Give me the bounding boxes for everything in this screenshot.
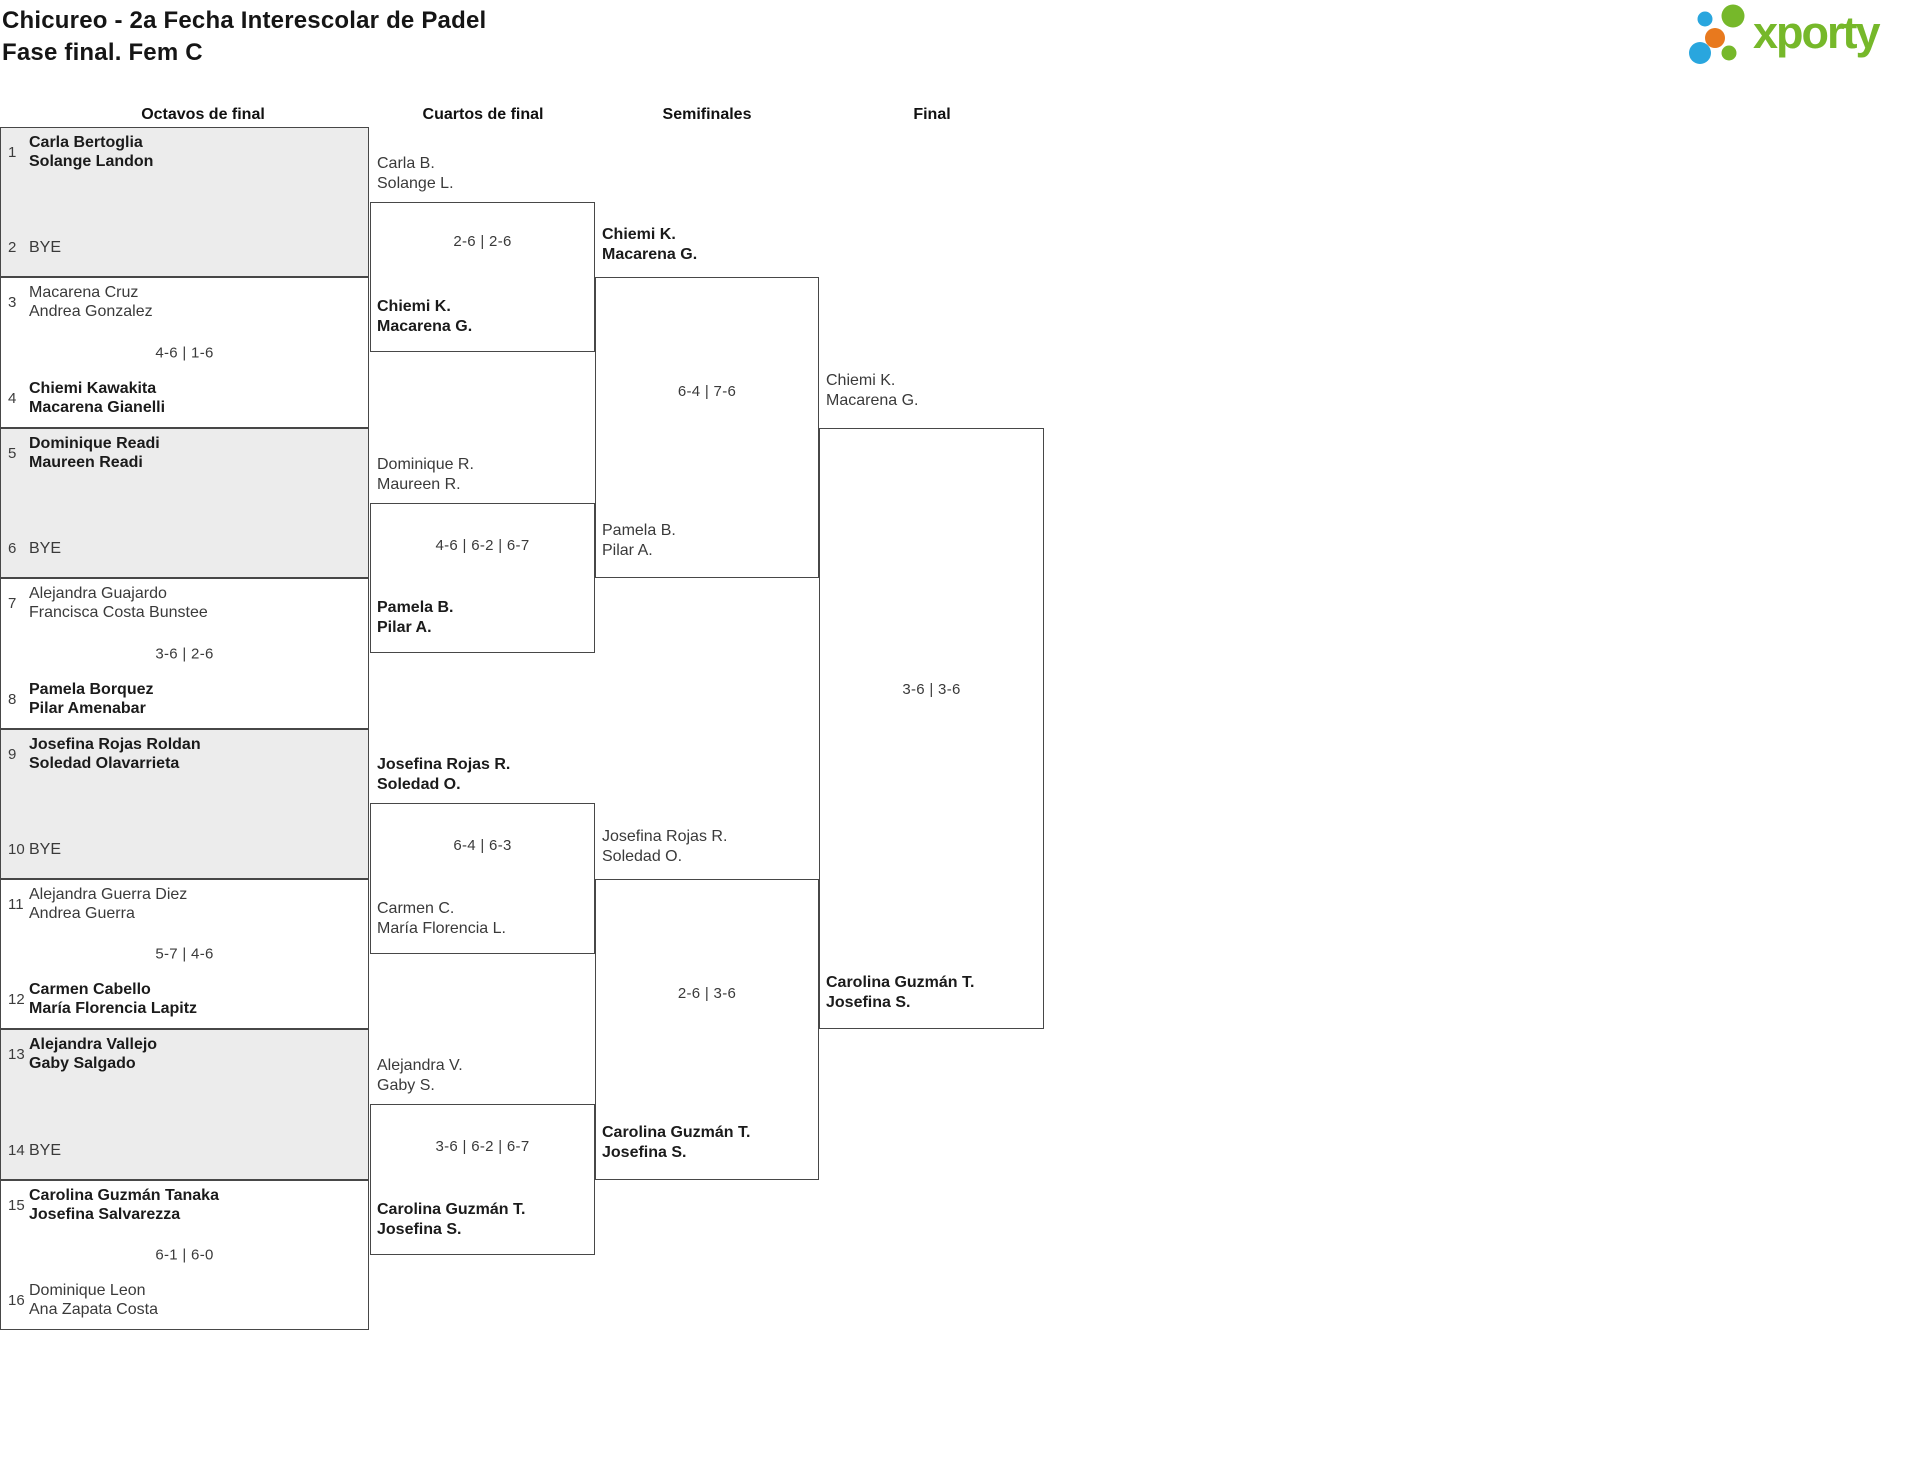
bye-label: BYE	[29, 540, 62, 557]
match-score: 4-6 | 1-6	[155, 344, 214, 361]
sf1-team-top: Chiemi K.Macarena G.	[602, 226, 698, 263]
round-header-octavos: Octavos de final	[141, 106, 265, 123]
qf-match-3-box	[370, 803, 595, 954]
tournament-name: Chicureo - 2a Fecha Interescolar de Pade…	[2, 7, 487, 34]
qf2-team-bottom: Pamela B.Pilar A.	[377, 599, 454, 636]
qf1-score: 2-6 | 2-6	[453, 233, 512, 250]
qf4-score: 3-6 | 6-2 | 6-7	[435, 1138, 530, 1155]
qf3-team-top: Josefina Rojas R.Soledad O.	[377, 756, 511, 793]
qf3-score: 6-4 | 6-3	[453, 837, 512, 854]
qf-match-2-box	[370, 503, 595, 653]
seed-number: 3	[8, 293, 17, 311]
seed-number: 1	[8, 143, 17, 161]
final-team-bottom: Carolina Guzmán T.Josefina S.	[826, 974, 975, 1011]
bye-row: 14 BYE	[1, 1141, 61, 1160]
seed-number: 2	[8, 239, 17, 256]
seed-number: 14	[8, 1142, 25, 1159]
page-title: Chicureo - 2a Fecha Interescolar de Pade…	[2, 5, 486, 69]
final-score: 3-6 | 3-6	[902, 681, 961, 698]
sf-match-1-box	[595, 277, 819, 578]
seed-number: 8	[8, 690, 17, 708]
seed-number: 9	[8, 745, 17, 763]
xporty-logo-text: xporty	[1753, 7, 1881, 58]
qf2-score: 4-6 | 6-2 | 6-7	[435, 537, 530, 554]
match-score: 3-6 | 2-6	[155, 645, 214, 662]
seed-number: 5	[8, 444, 17, 462]
seed-number: 13	[8, 1045, 25, 1063]
seed-number: 6	[8, 540, 17, 557]
final-match-box	[819, 428, 1044, 1029]
bye-row: 6 BYE	[1, 539, 61, 558]
bye-label: BYE	[29, 841, 62, 858]
sf-match-2-box	[595, 879, 819, 1180]
final-team-top: Chiemi K.Macarena G.	[826, 372, 919, 409]
qf3-team-bottom: Carmen C.María Florencia L.	[377, 900, 506, 937]
seed-number: 12	[8, 990, 25, 1008]
qf-match-4-box	[370, 1104, 595, 1255]
qf1-team-top: Carla B.Solange L.	[377, 155, 454, 192]
qf4-team-bottom: Carolina Guzmán T.Josefina S.	[377, 1201, 526, 1238]
seed-number: 15	[8, 1196, 25, 1214]
round-header-semifinales: Semifinales	[662, 106, 752, 123]
bye-label: BYE	[29, 239, 62, 256]
seed-number: 10	[8, 841, 25, 858]
sf2-team-top: Josefina Rojas R.Soledad O.	[602, 828, 728, 865]
seed-number: 4	[8, 389, 17, 407]
match-score: 5-7 | 4-6	[155, 945, 214, 963]
sf1-score: 6-4 | 7-6	[677, 383, 737, 400]
seed-number: 11	[8, 895, 24, 913]
xporty-logo-dots	[1689, 4, 1745, 64]
phase-name: Fase final. Fem C	[2, 39, 203, 66]
qf1-team-bottom: Chiemi K.Macarena G.	[377, 298, 473, 335]
qf-match-1-box	[370, 202, 595, 352]
bye-label: BYE	[29, 1142, 62, 1159]
sf2-score: 2-6 | 3-6	[677, 985, 737, 1002]
round-header-final: Final	[913, 106, 951, 123]
bye-row: 2 BYE	[1, 238, 61, 257]
bye-row: 10 BYE	[1, 840, 61, 859]
sf2-team-bottom: Carolina Guzmán T.Josefina S.	[602, 1124, 751, 1161]
seed-number: 7	[8, 594, 17, 612]
xporty-logo: xporty	[1686, 2, 1881, 66]
seed-number: 16	[8, 1291, 25, 1309]
qf2-team-top: Dominique R.Maureen R.	[377, 456, 474, 493]
sf1-team-bottom: Pamela B.Pilar A.	[602, 522, 676, 559]
round-header-cuartos: Cuartos de final	[422, 106, 544, 123]
qf4-team-top: Alejandra V.Gaby S.	[377, 1057, 463, 1094]
match-score: 6-1 | 6-0	[155, 1246, 214, 1264]
